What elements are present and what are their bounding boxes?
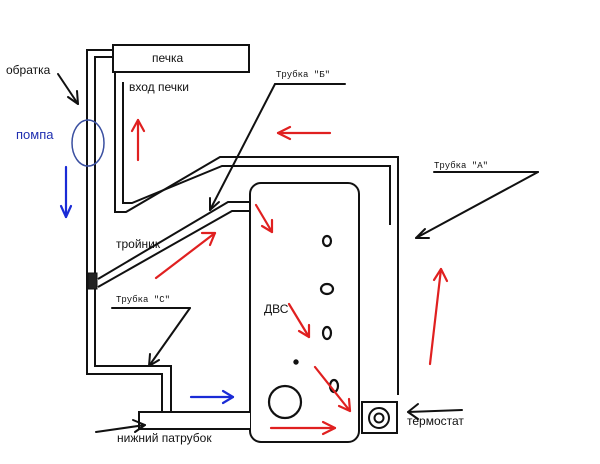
flow-arrow-engine-low	[313, 365, 352, 413]
tube-a-pointer	[415, 171, 539, 239]
thermostat-icon-core	[373, 412, 385, 424]
heater-label: печка	[152, 51, 184, 65]
return-label: обратка	[6, 63, 51, 77]
thermostat-icon	[368, 407, 390, 429]
engine-hole-1	[321, 234, 333, 248]
engine-dot	[293, 359, 299, 365]
return-pipe	[86, 49, 172, 412]
tube-c-pointer	[148, 307, 191, 367]
lower-hose	[138, 411, 250, 430]
pump-ellipse	[71, 119, 105, 167]
flow-arrows-blue	[59, 165, 235, 405]
flow-arrow-tee	[154, 231, 217, 280]
heater-inlet-label: вход печки	[129, 80, 189, 94]
tube-b-pointer	[209, 83, 276, 211]
pump-label: помпа	[16, 127, 54, 142]
flow-arrow-engine-top	[254, 203, 274, 234]
flow-arrow-engine-mid	[287, 302, 311, 339]
tee-pipe	[97, 201, 250, 288]
engine-hole-3	[321, 325, 333, 341]
flow-arrows-red	[130, 118, 449, 436]
lower-hose-pointer	[95, 424, 146, 433]
heater-inlet-pipe	[114, 72, 399, 395]
heater-box	[112, 44, 250, 73]
return-pointer	[57, 73, 79, 105]
water-pump-circle	[267, 384, 303, 420]
tee-joint	[87, 272, 98, 290]
tee-label: тройник	[116, 237, 161, 251]
engine-block	[249, 182, 360, 443]
tube-c-label: Трубка "С"	[116, 295, 170, 305]
pointer-arrows	[57, 73, 539, 433]
thermostat-pointer	[407, 409, 463, 413]
tube-b-label: Трубка "Б"	[276, 70, 330, 80]
engine-hole-2	[319, 282, 335, 296]
flow-arrow-tube-a	[428, 267, 443, 366]
tube-a-label: Трубка "А"	[434, 161, 488, 171]
thermostat-label: термостат	[407, 414, 464, 428]
engine-label: ДВС	[264, 302, 289, 316]
lower-hose-label: нижний патрубок	[117, 431, 212, 445]
